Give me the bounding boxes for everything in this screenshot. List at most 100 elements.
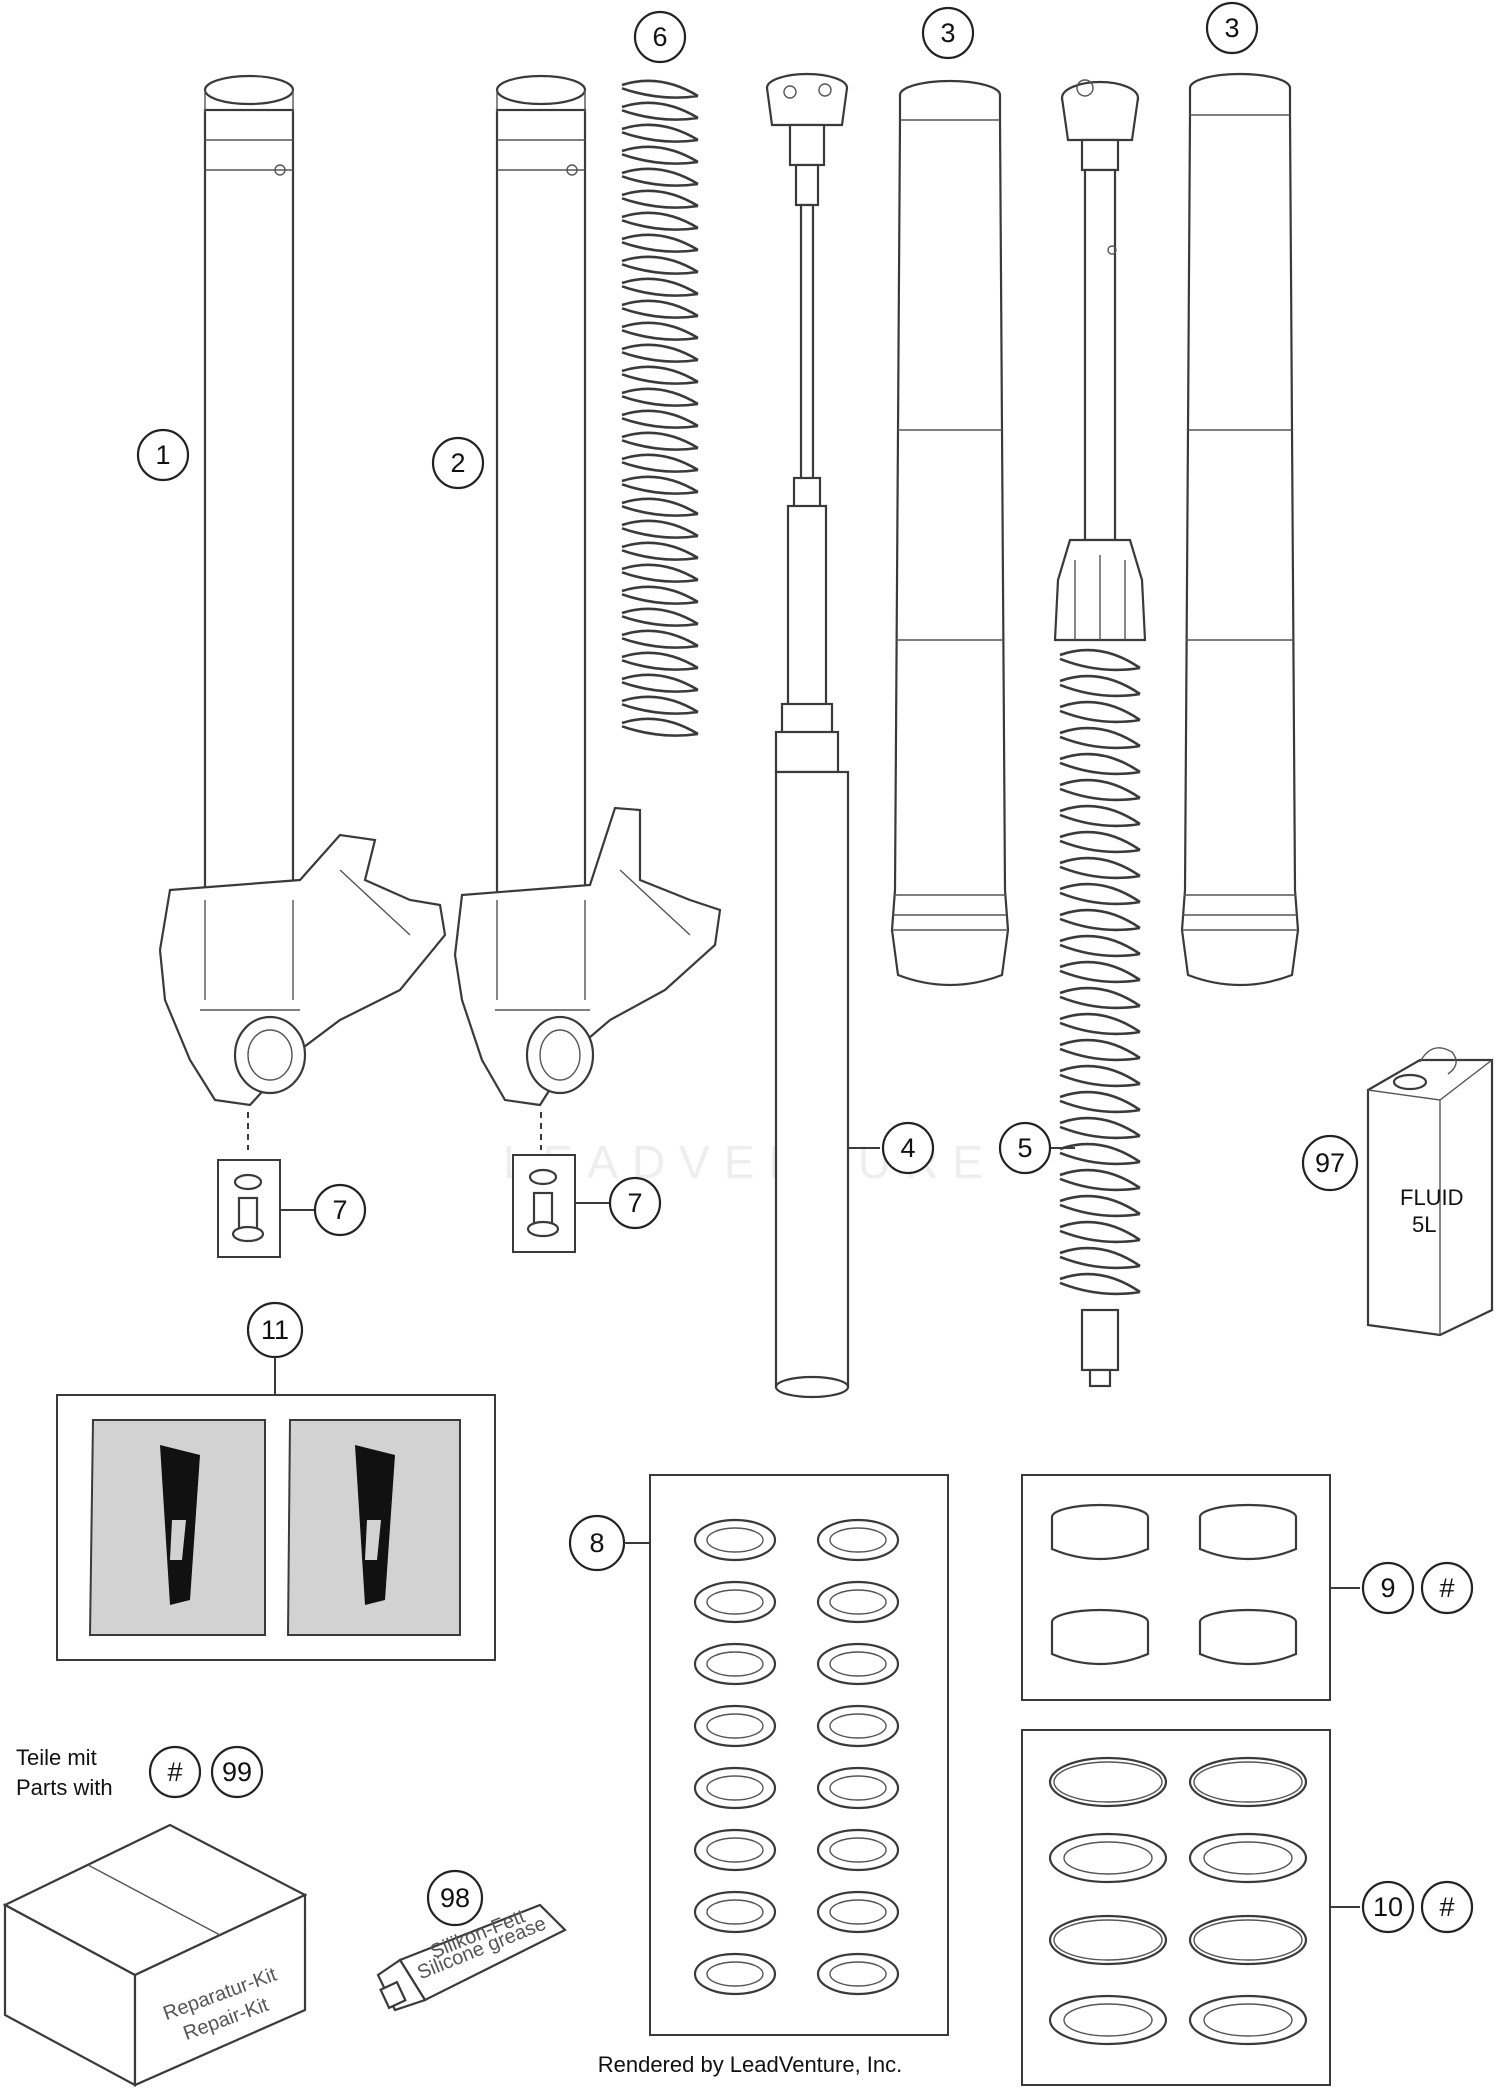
svg-text:4: 4 <box>900 1133 915 1163</box>
bushing-body <box>1050 1517 1150 1561</box>
seal-inner <box>1053 1761 1163 1803</box>
seal-outer <box>1048 1914 1168 1966</box>
fluid-can-label-line2: 5L <box>1412 1212 1436 1237</box>
ring-inner <box>706 1899 764 1925</box>
fluid-can-label-line1: FLUID <box>1400 1185 1464 1210</box>
callout-10: 10 <box>1361 1880 1415 1934</box>
seal-inner <box>1063 1841 1153 1875</box>
ring-inner <box>829 1899 887 1925</box>
footer-credit: Rendered by LeadVenture, Inc. <box>598 2052 903 2077</box>
kit-legend: Teile mit Parts with <box>16 1745 113 1800</box>
callout-7-right: 7 <box>608 1176 662 1230</box>
svg-text:1: 1 <box>155 440 170 470</box>
callout-11: 11 <box>246 1301 304 1395</box>
seal-inner <box>1203 1841 1293 1875</box>
svg-text:#: # <box>1439 1892 1454 1922</box>
ring-outer <box>693 1766 777 1810</box>
ring-outer <box>693 1828 777 1872</box>
ring-inner <box>829 1527 887 1553</box>
callout-99-hash: # <box>148 1745 202 1799</box>
ring-inner <box>706 1837 764 1863</box>
ring-inner <box>829 1651 887 1677</box>
seal-outer <box>1048 1832 1168 1884</box>
ring-outer <box>816 1518 900 1562</box>
seal-outer <box>1048 1756 1168 1808</box>
ring-outer <box>693 1704 777 1748</box>
svg-text:7: 7 <box>332 1195 347 1225</box>
callout-97: 97 <box>1301 1134 1359 1192</box>
ring-outer <box>816 1580 900 1624</box>
callout-7-left: 7 <box>313 1183 367 1237</box>
inner-tube-left <box>890 79 1010 987</box>
ring-outer <box>816 1952 900 1996</box>
seal-inner <box>1203 2003 1293 2037</box>
svg-text:97: 97 <box>1315 1148 1345 1178</box>
svg-text:2: 2 <box>450 448 465 478</box>
callout-8: 8 <box>568 1514 650 1572</box>
outer-tube-left <box>158 74 447 1150</box>
sticker-set <box>56 1394 496 1661</box>
ring-inner <box>706 1775 764 1801</box>
repair-kit-box: Reparatur-Kit Repair-Kit <box>2 1823 308 2087</box>
bushing-body <box>1198 1517 1298 1561</box>
damping-cartridge <box>765 72 880 1399</box>
ring-inner <box>829 1775 887 1801</box>
fork-spring <box>621 79 699 737</box>
svg-text:8: 8 <box>589 1528 604 1558</box>
seal-inner <box>1193 1761 1303 1803</box>
inner-tube-right <box>1180 72 1300 987</box>
svg-text:98: 98 <box>440 1883 470 1913</box>
svg-text:10: 10 <box>1373 1892 1403 1922</box>
fork-fluid-can: FLUID 5L <box>1366 1047 1494 1337</box>
callout-3-right: 3 <box>1205 1 1259 55</box>
callout-9-hash: # <box>1420 1561 1474 1615</box>
svg-text:3: 3 <box>1224 13 1239 43</box>
callout-2: 2 <box>431 436 485 490</box>
seal-outer <box>1048 1994 1168 2046</box>
ring-outer <box>816 1766 900 1810</box>
callout-98: 98 <box>426 1869 484 1927</box>
seal-outer <box>1188 1994 1308 2046</box>
bushing-body <box>1050 1622 1150 1666</box>
ring-outer <box>816 1890 900 1934</box>
svg-text:7: 7 <box>627 1188 642 1218</box>
callout-5: 5 <box>998 1121 1052 1175</box>
callout-3-left: 3 <box>921 6 975 60</box>
callout-4: 4 <box>881 1121 935 1175</box>
wp-logo-icon-left <box>160 1445 200 1605</box>
bushing-kit <box>649 1474 949 2036</box>
svg-text:3: 3 <box>940 18 955 48</box>
ring-outer <box>693 1890 777 1934</box>
seal-inner <box>1053 1919 1163 1961</box>
seal-outer <box>1188 1914 1308 1966</box>
seal-kit <box>1021 1729 1360 2086</box>
svg-text:99: 99 <box>222 1757 252 1787</box>
bolt-kit-right <box>512 1154 610 1253</box>
ring-outer <box>693 1580 777 1624</box>
callout-6: 6 <box>633 10 687 64</box>
svg-text:11: 11 <box>261 1315 289 1345</box>
spring-damper-unit <box>1050 79 1147 1388</box>
callout-99: 99 <box>210 1745 264 1799</box>
grease-tube: Silikon-Fett Silicone grease <box>376 1903 567 2012</box>
svg-text:6: 6 <box>652 22 667 52</box>
ring-outer <box>816 1828 900 1872</box>
callout-10-hash: # <box>1420 1880 1474 1934</box>
bolt-kit-left <box>217 1159 315 1258</box>
ring-inner <box>706 1527 764 1553</box>
seal-outer <box>1188 1756 1308 1808</box>
ring-inner <box>706 1589 764 1615</box>
seal-inner <box>1063 2003 1153 2037</box>
svg-text:#: # <box>1439 1573 1454 1603</box>
seal-outer <box>1188 1832 1308 1884</box>
ring-outer <box>693 1642 777 1686</box>
svg-text:5: 5 <box>1017 1133 1032 1163</box>
legend-line1: Teile mit <box>16 1745 97 1770</box>
ring-inner <box>829 1961 887 1987</box>
wp-logo-icon-right <box>355 1445 395 1605</box>
slide-bushing-kit <box>1021 1474 1360 1701</box>
ring-outer <box>693 1952 777 1996</box>
ring-inner <box>706 1651 764 1677</box>
callout-9: 9 <box>1361 1561 1415 1615</box>
